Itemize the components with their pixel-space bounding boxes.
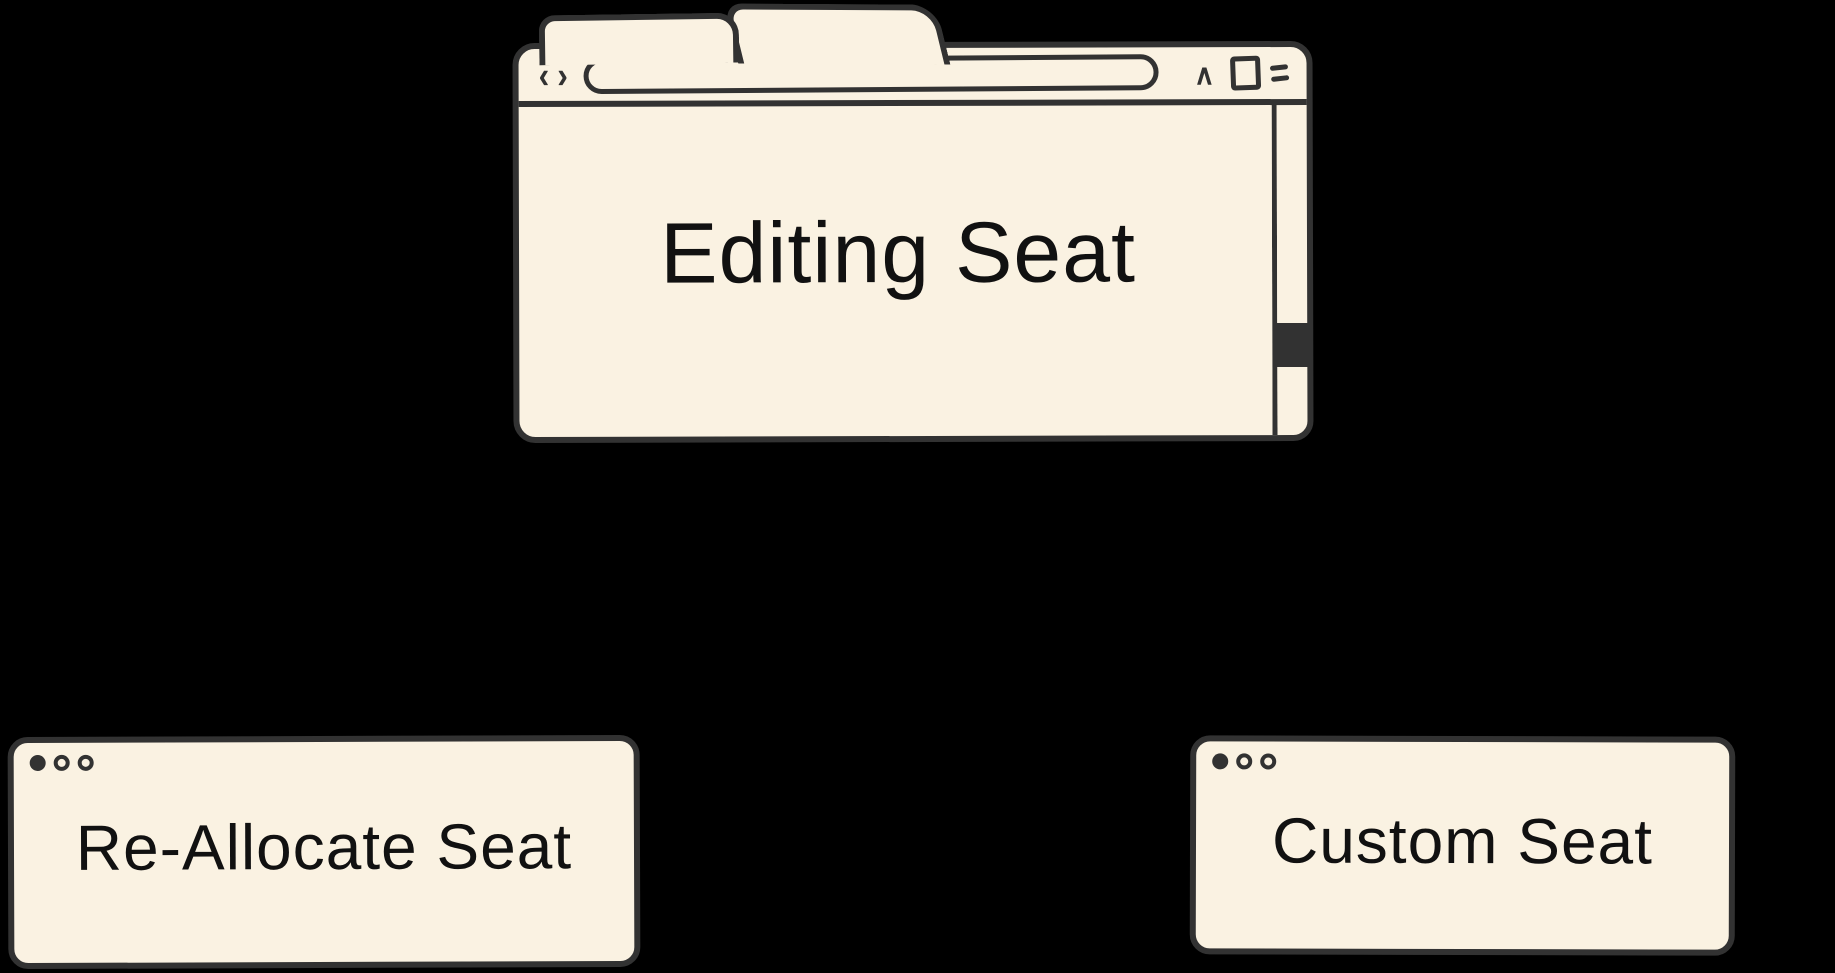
browser-tabs-row bbox=[513, 3, 1325, 66]
window-dots bbox=[29, 754, 94, 772]
editing-seat-window[interactable]: ‹ › ∧ Editing Seat bbox=[512, 3, 1325, 444]
custom-seat-title: Custom Seat bbox=[1271, 804, 1654, 877]
scrollbar-track[interactable] bbox=[1271, 104, 1309, 436]
reallocate-seat-window[interactable]: Re-Allocate Seat bbox=[7, 734, 641, 970]
window-dot-ring-icon bbox=[1236, 753, 1253, 770]
window-dot-ring-icon bbox=[1260, 753, 1277, 770]
window-dots bbox=[1212, 753, 1277, 770]
browser-body: ‹ › ∧ Editing Seat bbox=[512, 40, 1314, 444]
browser-tab-inactive[interactable] bbox=[538, 12, 740, 66]
window-dot-ring-icon bbox=[53, 754, 70, 771]
browser-tab-active[interactable] bbox=[723, 3, 951, 65]
window-dot-filled-icon bbox=[1212, 753, 1229, 770]
maximize-icon[interactable] bbox=[1229, 55, 1262, 91]
menu-dashes-icon[interactable] bbox=[1269, 64, 1290, 82]
window-dot-ring-icon bbox=[77, 754, 94, 771]
browser-content: Editing Seat bbox=[519, 104, 1309, 437]
custom-seat-window[interactable]: Custom Seat bbox=[1189, 735, 1736, 956]
scrollbar-thumb[interactable] bbox=[1276, 322, 1309, 367]
reallocate-seat-title: Re-Allocate Seat bbox=[75, 810, 573, 884]
editing-seat-title: Editing Seat bbox=[660, 203, 1137, 302]
caret-up-icon[interactable]: ∧ bbox=[1194, 59, 1215, 91]
window-dot-filled-icon bbox=[29, 754, 46, 772]
